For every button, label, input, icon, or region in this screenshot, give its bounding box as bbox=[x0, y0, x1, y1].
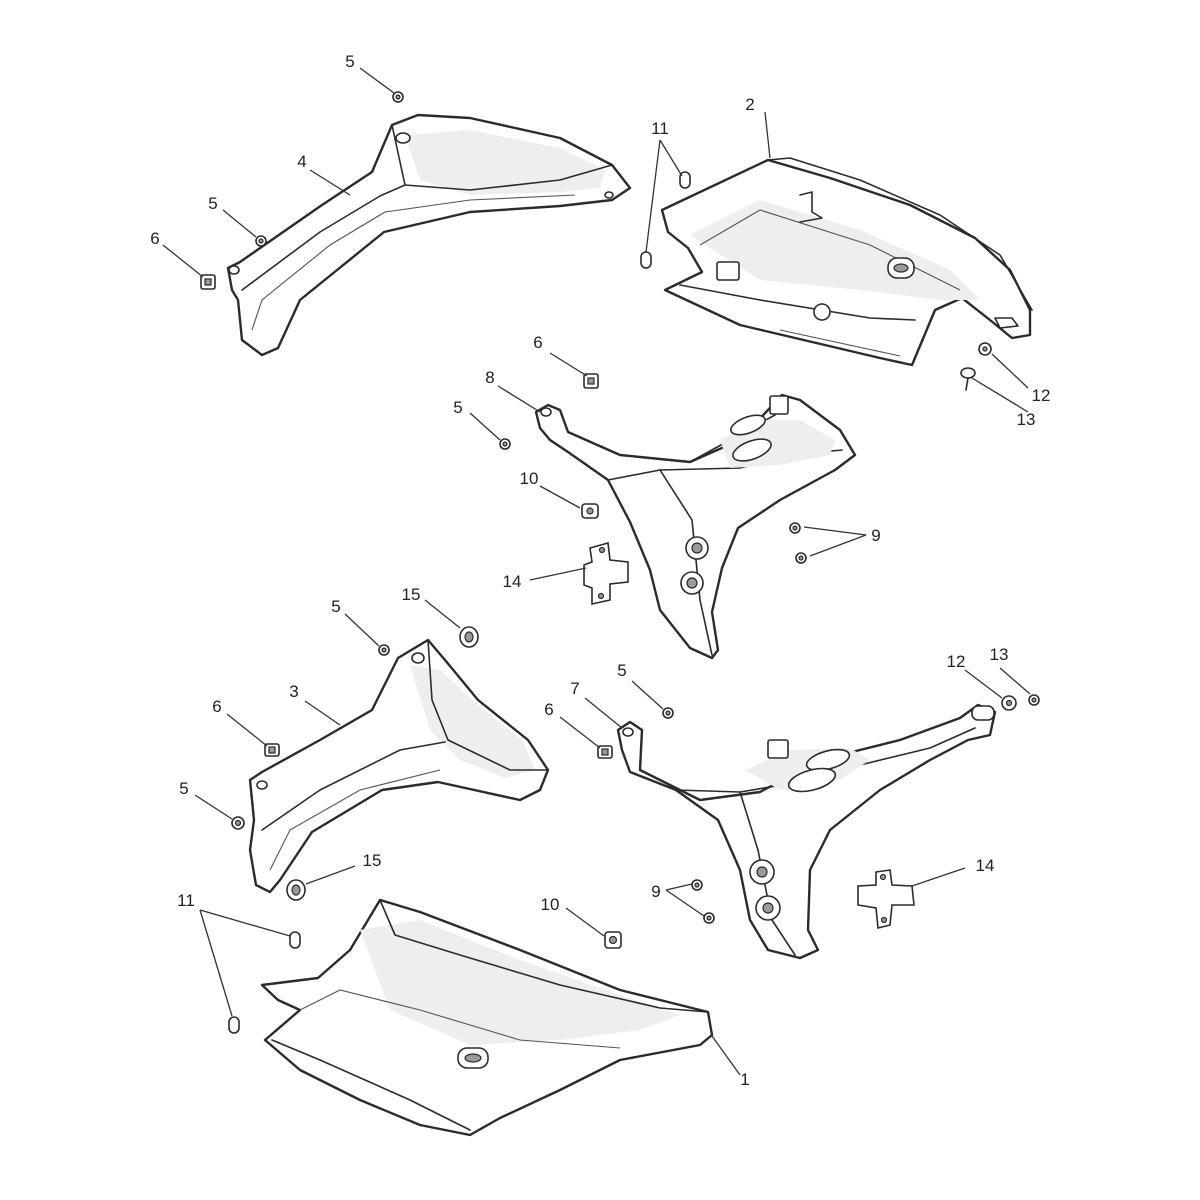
spire-nut-6c-icon bbox=[264, 743, 280, 757]
part-7-lower-mounting-bracket bbox=[616, 703, 997, 960]
washer-12b-icon bbox=[1001, 695, 1017, 711]
callout-5c: 5 bbox=[453, 398, 462, 417]
screw-9d-icon bbox=[703, 912, 715, 924]
part-2-upper-side-panel bbox=[660, 157, 1033, 367]
clip-bracket-14b-icon bbox=[857, 869, 915, 930]
part-8-upper-mounting-bracket bbox=[534, 393, 857, 660]
callout-11a: 11 bbox=[651, 119, 669, 138]
callout-6d: 6 bbox=[544, 700, 553, 719]
callout-14b: 14 bbox=[976, 856, 995, 875]
callout-5a: 5 bbox=[345, 52, 354, 71]
callout-9b: 9 bbox=[651, 882, 660, 901]
grommet-11c-icon bbox=[289, 931, 301, 949]
callout-15b: 15 bbox=[363, 851, 382, 870]
part-1-lower-side-panel bbox=[260, 898, 714, 1137]
grommet-11a-icon bbox=[679, 171, 691, 189]
callout-2: 2 bbox=[745, 95, 754, 114]
callout-5d: 5 bbox=[331, 597, 340, 616]
washer-12a-icon bbox=[978, 342, 992, 356]
rubber-bush-15b-icon bbox=[286, 879, 306, 901]
callout-3: 3 bbox=[289, 682, 298, 701]
screw-5f-icon bbox=[231, 816, 245, 830]
callout-11b: 11 bbox=[177, 891, 195, 910]
screw-5a-icon bbox=[392, 91, 404, 103]
screw-5c-icon bbox=[499, 438, 511, 450]
screw-9c-icon bbox=[691, 879, 703, 891]
callout-5e: 5 bbox=[617, 661, 626, 680]
grommet-11b-icon bbox=[640, 251, 652, 269]
part-3-lower-infill-trim bbox=[248, 638, 550, 894]
bolt-13b-icon bbox=[1028, 694, 1040, 706]
clip-nut-10b-icon bbox=[604, 931, 622, 949]
callout-6a: 6 bbox=[150, 229, 159, 248]
spire-nut-6d-icon bbox=[597, 745, 613, 759]
callout-4: 4 bbox=[297, 152, 306, 171]
callout-labels: 1 2 3 4 5 5 5 5 5 5 6 6 6 6 7 8 9 9 10 1… bbox=[150, 52, 1050, 1089]
callout-1: 1 bbox=[740, 1070, 749, 1089]
callout-6b: 6 bbox=[533, 333, 542, 352]
screw-9b-icon bbox=[795, 552, 807, 564]
grommet-11d-icon bbox=[228, 1016, 240, 1034]
callout-10b: 10 bbox=[541, 895, 560, 914]
callout-5b: 5 bbox=[208, 194, 217, 213]
clip-bracket-14a-icon bbox=[583, 541, 629, 605]
spire-nut-6a-icon bbox=[200, 274, 216, 290]
callout-9a: 9 bbox=[871, 526, 880, 545]
callout-12a: 12 bbox=[1032, 386, 1051, 405]
spire-nut-6b-icon bbox=[583, 373, 599, 389]
callout-14a: 14 bbox=[503, 572, 522, 591]
callout-15a: 15 bbox=[402, 585, 421, 604]
screw-9a-icon bbox=[789, 522, 801, 534]
callout-6c: 6 bbox=[212, 697, 221, 716]
callout-12b: 12 bbox=[947, 652, 966, 671]
callout-8: 8 bbox=[485, 368, 494, 387]
screw-5e-icon bbox=[662, 707, 674, 719]
callout-5f: 5 bbox=[179, 779, 188, 798]
callout-13a: 13 bbox=[1017, 410, 1036, 429]
leader-lines bbox=[162, 67, 1031, 1076]
callout-10a: 10 bbox=[520, 469, 539, 488]
bolt-13a-icon bbox=[960, 367, 976, 391]
part-4-upper-infill-trim bbox=[226, 113, 632, 357]
screw-5b-icon bbox=[255, 235, 267, 247]
callout-13b: 13 bbox=[990, 645, 1009, 664]
rubber-bush-15a-icon bbox=[459, 626, 479, 648]
screw-5d-icon bbox=[378, 644, 390, 656]
clip-nut-10a-icon bbox=[581, 503, 599, 519]
callout-7: 7 bbox=[570, 679, 579, 698]
